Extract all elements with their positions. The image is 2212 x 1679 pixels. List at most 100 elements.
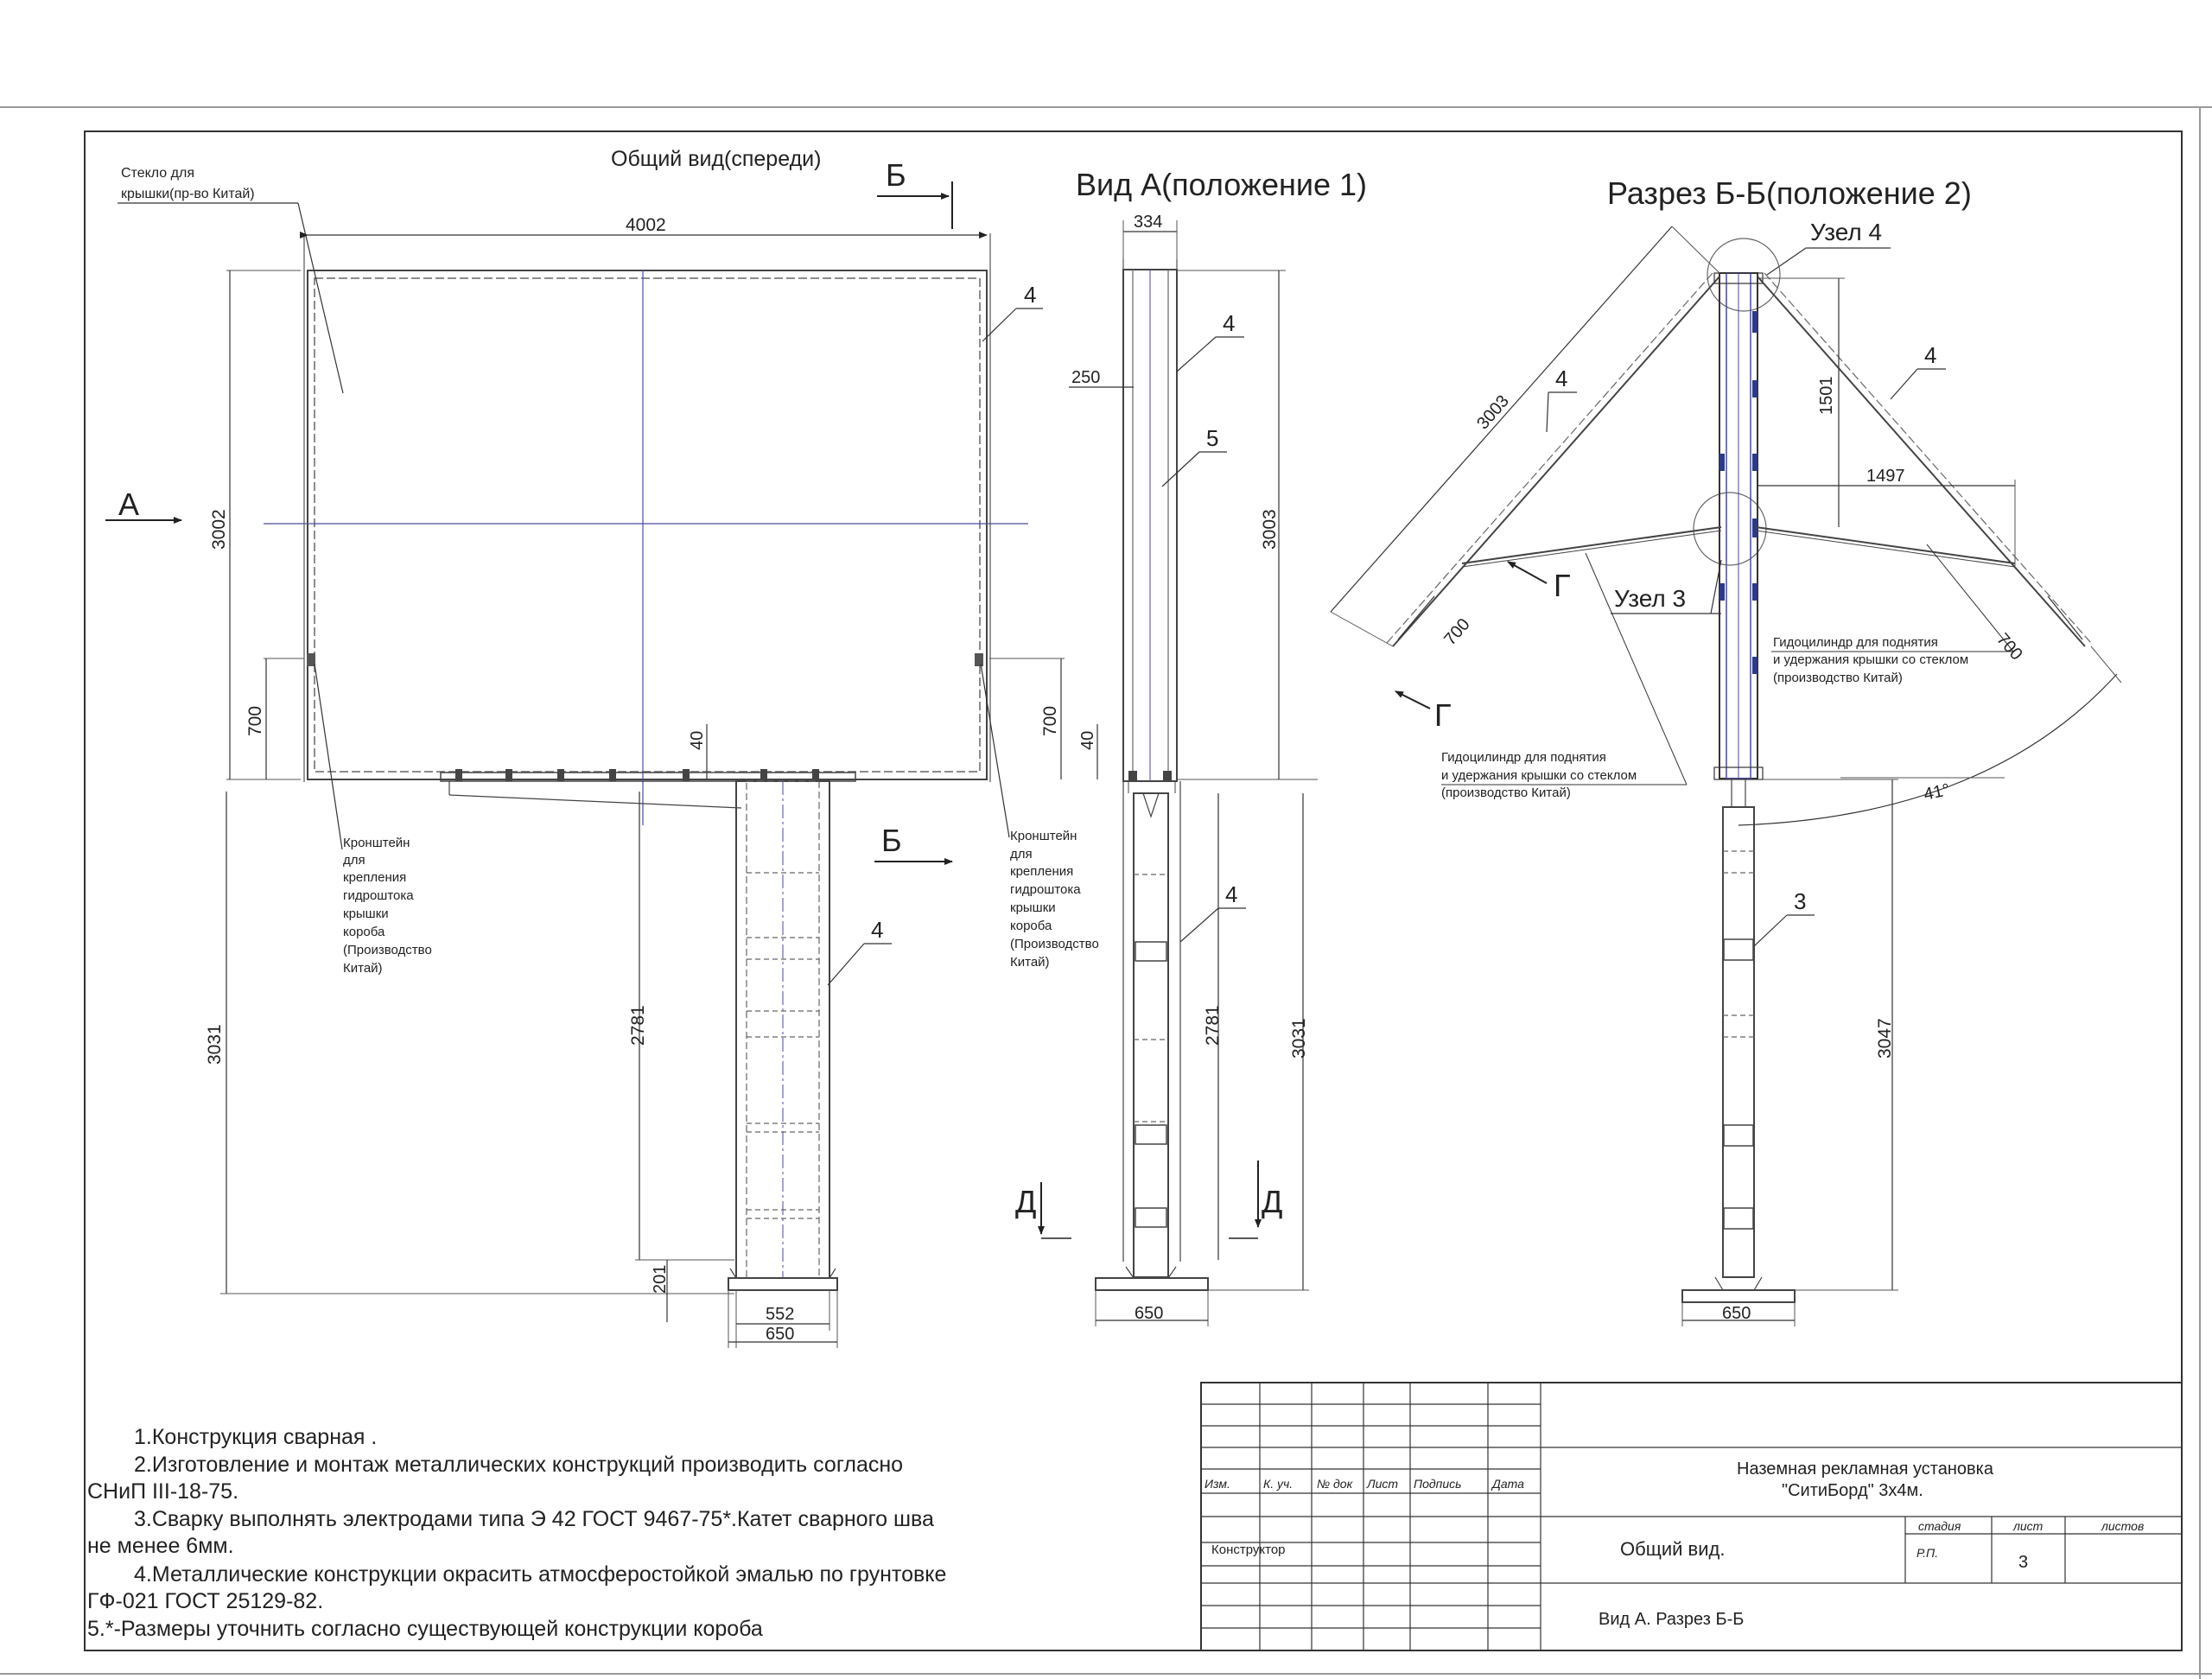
- dim-650-section: 650: [1722, 1304, 1751, 1323]
- view-a: Вид А(положение 1) 334 250 4 5 3003 40: [1015, 167, 1367, 1326]
- section-mark-d-right: Д: [1262, 1184, 1282, 1219]
- node-4-circle: [1707, 238, 1781, 312]
- svg-text:короба: короба: [343, 925, 385, 939]
- tb-stage-label: стадия: [1918, 1519, 1961, 1533]
- hydro-label-left: Гидоцилиндр для поднятия и удержания кры…: [1441, 552, 1688, 800]
- svg-text:гидроштока: гидроштока: [1010, 882, 1081, 897]
- svg-text:крышки: крышки: [1010, 900, 1056, 915]
- section-b-b: Разрез Б-Б(положение 2) Узел 4: [1330, 175, 2122, 1326]
- dim-201: 201: [651, 1265, 670, 1294]
- dim-2781-viewa: 2781: [1203, 1005, 1223, 1046]
- callout-4-column: 4: [871, 917, 883, 943]
- callout-4-section-left: 4: [1555, 366, 1567, 391]
- svg-text:Китай): Китай): [1010, 955, 1050, 970]
- section-title: Разрез Б-Б(положение 2): [1607, 175, 1972, 211]
- svg-text:Китай): Китай): [343, 961, 383, 976]
- tb-project-1: Наземная рекламная установка: [1737, 1460, 1994, 1479]
- svg-text:крепления: крепления: [1010, 864, 1073, 879]
- svg-text:гидроштока: гидроштока: [343, 888, 414, 903]
- svg-text:короба: короба: [1010, 919, 1052, 933]
- dim-3003-viewa: 3003: [1260, 509, 1280, 550]
- section-mark-b-top: Б: [886, 157, 906, 193]
- hydro-label-right: Гидоцилиндр для поднятия и удержания кры…: [1771, 544, 2014, 685]
- lid-left: [1392, 276, 1720, 647]
- dim-3002: 3002: [209, 509, 229, 550]
- tb-sheet-number: 3: [2018, 1553, 2028, 1572]
- tb-stage: Р.П.: [1916, 1546, 1938, 1560]
- callout-4-viewa: 4: [1223, 310, 1235, 336]
- tb-sheet-label: лист: [2012, 1519, 2044, 1533]
- note-3-cont: не менее 6мм.: [87, 1534, 234, 1558]
- note-1: 1.Конструкция сварная .: [134, 1425, 377, 1449]
- dim-1501: 1501: [1817, 377, 1836, 416]
- angle-arc: [1738, 673, 2118, 826]
- note-4: 4.Металлические конструкции окрасить атм…: [134, 1562, 946, 1587]
- tb-role: Конструктор: [1211, 1542, 1286, 1557]
- note-4-cont: ГФ-021 ГОСТ 25129-82.: [87, 1589, 323, 1613]
- callout-4-section-right: 4: [1924, 342, 1936, 368]
- callout-4-box: 4: [1024, 282, 1036, 308]
- section-mark-a: А: [118, 487, 139, 522]
- tb-header-list: Лист: [1366, 1477, 1398, 1491]
- column-section: [1722, 806, 1755, 1278]
- note-2-cont: СНиП III-18-75.: [87, 1479, 238, 1504]
- front-view: Общий вид(спереди) Б Стекло для крышки(п…: [105, 147, 1099, 1348]
- tb-header-kuch: К. уч.: [1263, 1477, 1293, 1491]
- node-4-label: Узел 4: [1810, 219, 1882, 245]
- svg-text:и удержания крышки со стеклом: и удержания крышки со стеклом: [1441, 768, 1637, 783]
- note-5: 5.*-Размеры уточнить согласно существующ…: [87, 1617, 763, 1641]
- tb-drawing-name: Вид А. Разрез Б-Б: [1599, 1610, 1744, 1629]
- tb-project-2: "СитиБорд" 3х4м.: [1782, 1481, 1923, 1500]
- dim-3047: 3047: [1875, 1018, 1895, 1059]
- glass-label-2: крышки(пр-во Китай): [121, 187, 255, 201]
- dim-700-left: 700: [245, 706, 265, 736]
- dim-650-front: 650: [766, 1325, 794, 1344]
- svg-text:(Производство: (Производство: [343, 943, 432, 957]
- front-view-title: Общий вид(спереди): [611, 147, 821, 171]
- dim-40-viewa: 40: [1078, 731, 1097, 750]
- dim-3031-front: 3031: [205, 1024, 225, 1065]
- bracket-right-label: Кронштейн для крепления гидроштока крышк…: [980, 663, 1099, 970]
- svg-text:Гидоцилиндр для поднятия: Гидоцилиндр для поднятия: [1773, 635, 1938, 650]
- callout-3: 3: [1794, 888, 1806, 914]
- svg-text:(Производство: (Производство: [1010, 937, 1099, 951]
- section-mark-g-bottom: Г: [1434, 697, 1452, 733]
- callout-4-viewa-lower: 4: [1225, 881, 1237, 907]
- note-2: 2.Изготовление и монтаж металлических ко…: [134, 1453, 903, 1477]
- dim-334: 334: [1134, 213, 1162, 232]
- tb-header-podpis: Подпись: [1414, 1477, 1462, 1491]
- lid-right: [1757, 276, 2086, 647]
- glass-label-1: Стекло для: [121, 166, 194, 181]
- section-mark-d-left: Д: [1015, 1184, 1036, 1219]
- section-mark-b-bottom: Б: [881, 823, 902, 858]
- dim-700-right: 700: [1040, 706, 1060, 736]
- general-notes: 1.Конструкция сварная . 2.Изготовление и…: [87, 1425, 946, 1641]
- hydro-rod-left: [1461, 526, 1722, 564]
- drawing-frame: [84, 130, 2183, 1651]
- dim-40-front: 40: [688, 731, 707, 750]
- column-viewa: [1133, 792, 1169, 1278]
- callout-5-viewa: 5: [1206, 425, 1218, 451]
- svg-text:крепления: крепления: [343, 870, 406, 885]
- node-3-label: Узел 3: [1614, 585, 1686, 612]
- dim-250: 250: [1071, 368, 1100, 387]
- billboard-box: [307, 270, 988, 780]
- dim-650-viewa: 650: [1135, 1304, 1163, 1323]
- billboard-box-inner: [314, 277, 981, 773]
- svg-text:Кронштейн: Кронштейн: [1010, 829, 1077, 843]
- svg-text:и удержания крышки со стеклом: и удержания крышки со стеклом: [1773, 652, 1968, 667]
- view-a-title: Вид А(положение 1): [1076, 167, 1367, 202]
- svg-text:для: для: [1010, 847, 1033, 862]
- svg-text:Гидоцилиндр для поднятия: Гидоцилиндр для поднятия: [1441, 750, 1606, 765]
- svg-text:Кронштейн: Кронштейн: [343, 836, 410, 850]
- dim-4002: 4002: [626, 215, 666, 235]
- dim-552: 552: [766, 1305, 794, 1324]
- dim-3031-viewa: 3031: [1289, 1018, 1309, 1059]
- bracket-left-label: Кронштейн для крепления гидроштока крышк…: [314, 663, 432, 976]
- svg-text:для: для: [343, 853, 365, 868]
- dim-1497: 1497: [1866, 467, 1905, 486]
- tb-header-ndok: № док: [1317, 1477, 1354, 1491]
- svg-text:(производство Китай): (производство Китай): [1441, 785, 1571, 800]
- dim-41-deg: 41°: [1922, 780, 1951, 805]
